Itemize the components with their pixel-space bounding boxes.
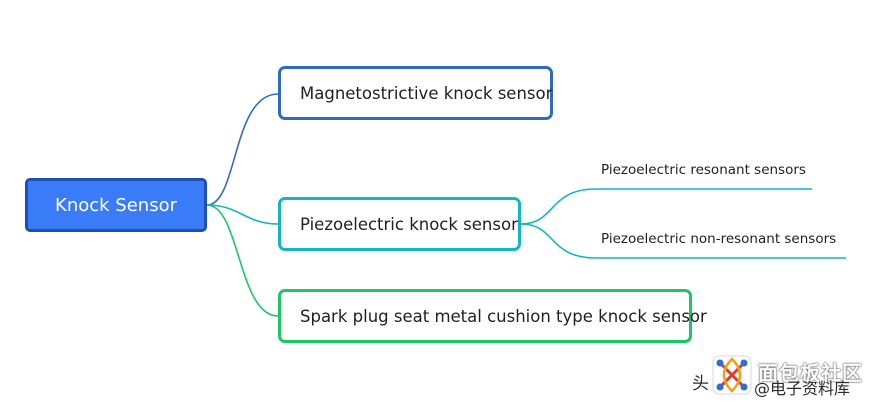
connector-root-to-piezoelectric xyxy=(206,204,279,225)
leaf-piezoelectric-non-resonant: Piezoelectric non-resonant sensors xyxy=(601,231,837,247)
network-logo-icon xyxy=(712,355,752,395)
branch-node-piezoelectric: Piezoelectric knock sensor xyxy=(278,197,521,251)
connector-root-to-magnetostrictive xyxy=(206,93,279,206)
root-node-label: Knock Sensor xyxy=(55,194,177,216)
branch-node-magnetostrictive: Magnetostrictive knock sensor xyxy=(278,66,553,120)
watermark-sub: @电子资料库 xyxy=(754,379,851,398)
leaf-piezoelectric-resonant: Piezoelectric resonant sensors xyxy=(601,162,806,178)
root-node-knock-sensor: Knock Sensor xyxy=(25,178,207,232)
branch-node-label: Piezoelectric knock sensor xyxy=(300,214,518,234)
connector-piezo-to-nonresonant xyxy=(520,223,846,259)
branch-node-label: Magnetostrictive knock sensor xyxy=(300,83,553,103)
branch-node-label: Spark plug seat metal cushion type knock… xyxy=(300,306,707,326)
watermark-prefix: 头 xyxy=(692,374,709,394)
watermark-name: 面包板社区 xyxy=(758,361,863,385)
connector-piezo-to-resonant xyxy=(520,188,812,225)
connector-root-to-spark-plug xyxy=(206,204,279,317)
branch-node-spark-plug-seat: Spark plug seat metal cushion type knock… xyxy=(278,289,707,343)
watermark: 头 面包板社区 @电子资料库 xyxy=(692,351,888,403)
